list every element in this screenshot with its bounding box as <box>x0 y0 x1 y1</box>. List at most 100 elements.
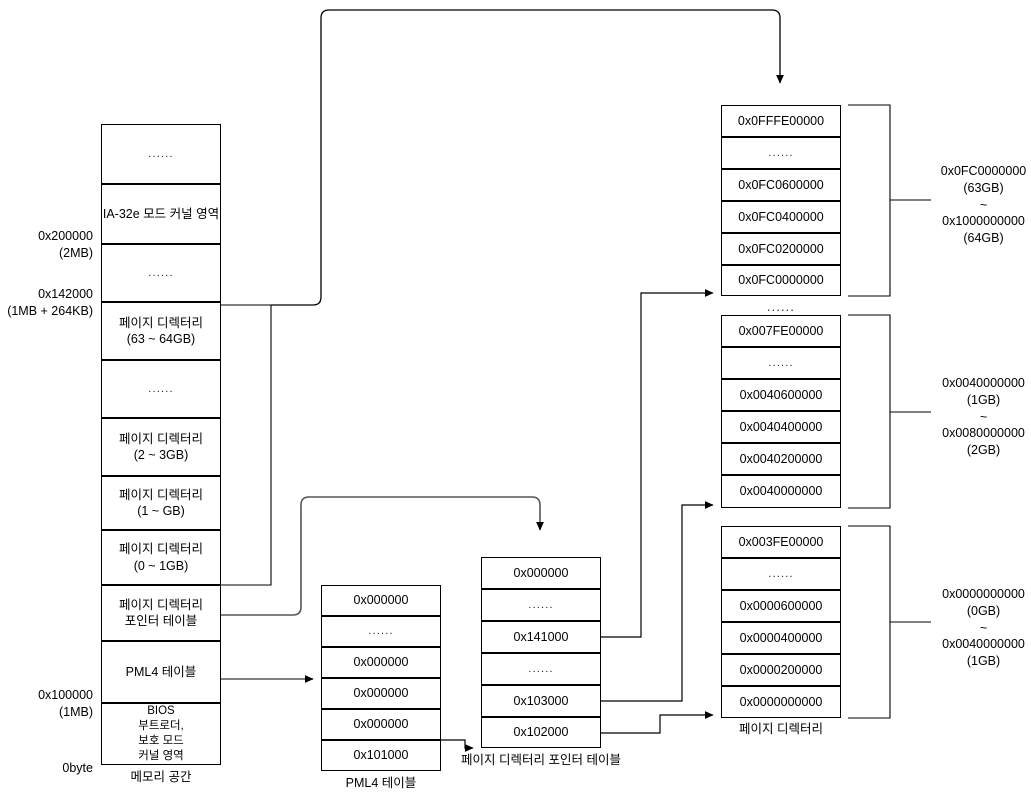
pdpt-entry-1-label: ...... <box>528 598 554 611</box>
pd63-entry-0-label: 0x0FFFE00000 <box>737 113 825 128</box>
address-mark-0byte: 0byte <box>62 761 93 775</box>
arrow-pdpt-102000-to-pd0 <box>601 711 714 734</box>
pd1-entry-1-label: ...... <box>768 356 794 369</box>
arrow-pd63-to-top-table <box>271 9 784 306</box>
range-label-0-1gb: 0x0000000000 (0GB) ~ 0x0040000000 (1GB) <box>942 587 1025 668</box>
pd0-entry-5-label: 0x0000000000 <box>739 694 823 709</box>
memory-cell-10: BIOS 부트로더, 보호 모드 커널 영역 <box>101 703 221 765</box>
memory-cell-7-label: 페이지 디렉터리 (0 ~ 1GB) <box>119 542 203 573</box>
pd63-entry-1: ...... <box>721 137 841 169</box>
pml4-entry-2: 0x000000 <box>321 647 441 678</box>
pdpt-entry-0: 0x000000 <box>481 557 601 589</box>
pml4-table-caption: PML4 테이블 <box>345 776 417 790</box>
memory-cell-3: 페이지 디렉터리 (63 ~ 64GB) <box>101 302 221 360</box>
pd1-entry-3: 0x0040400000 <box>721 411 841 443</box>
pdpt-entry-2: 0x141000 <box>481 621 601 653</box>
pd63-entry-0: 0x0FFFE00000 <box>721 105 841 137</box>
memory-cell-1-label: IA-32e 모드 커널 영역 <box>102 206 220 221</box>
pml4-entry-4-label: 0x000000 <box>353 717 409 732</box>
pd1-entry-5: 0x0040000000 <box>721 475 841 508</box>
pml4-entry-3: 0x000000 <box>321 678 441 709</box>
pd1-entry-0-label: 0x007FE00000 <box>738 323 824 338</box>
arrow-pdpt-141000-to-pd63 <box>601 289 714 638</box>
pd63-below-ellipsis: ...... <box>766 300 796 314</box>
memory-cell-2: ...... <box>101 244 221 302</box>
pdpt-entry-2-label: 0x141000 <box>513 629 569 644</box>
pd0-entry-4: 0x0000200000 <box>721 654 841 686</box>
pd0-entry-1: ...... <box>721 558 841 590</box>
pdpt-entry-5-label: 0x102000 <box>513 725 569 740</box>
range-bracket-63-64gb <box>848 104 931 297</box>
address-mark-0x200000: 0x200000 (2MB) <box>38 229 93 260</box>
pd63-entry-2-label: 0x0FC0600000 <box>738 177 824 192</box>
pd1-entry-2-label: 0x0040600000 <box>739 387 823 402</box>
pml4-entry-5-label: 0x101000 <box>353 748 409 763</box>
pd0-entry-0: 0x003FE00000 <box>721 526 841 558</box>
memory-cell-6-label: 페이지 디렉터리 (1 ~ GB) <box>119 487 203 519</box>
pdpt-entry-1: ...... <box>481 589 601 621</box>
pd63-entry-1-label: ...... <box>768 146 794 159</box>
pdpt-entry-4: 0x103000 <box>481 685 601 717</box>
memory-cell-1: IA-32e 모드 커널 영역 <box>101 184 221 244</box>
memory-cell-10-label: BIOS 부트로더, 보호 모드 커널 영역 <box>138 704 184 763</box>
pd63-entry-3: 0x0FC0400000 <box>721 201 841 233</box>
pd1-entry-1: ...... <box>721 347 841 379</box>
pml4-entry-5: 0x101000 <box>321 740 441 771</box>
memory-cell-9-label: PML4 테이블 <box>125 664 197 679</box>
range-label-63-64gb: 0x0FC0000000 (63GB) ~ 0x1000000000 (64GB… <box>940 164 1027 245</box>
pml4-entry-2-label: 0x000000 <box>353 655 409 670</box>
memory-cell-0-label: ...... <box>148 147 174 160</box>
pd63-entry-5-label: 0x0FC0000000 <box>738 273 824 288</box>
pdpt-entry-5: 0x102000 <box>481 717 601 748</box>
pml4-entry-3-label: 0x000000 <box>353 686 409 701</box>
address-mark-0x100000: 0x100000 (1MB) <box>38 688 93 719</box>
pdpt-entry-0-label: 0x000000 <box>513 565 569 580</box>
pdpt-entry-3-label: ...... <box>528 662 554 675</box>
pd0-caption: 페이지 디렉터리 <box>739 722 823 736</box>
pd63-entry-4: 0x0FC0200000 <box>721 233 841 265</box>
memory-cell-6: 페이지 디렉터리 (1 ~ GB) <box>101 476 221 530</box>
pd0-entry-2-label: 0x0000600000 <box>739 598 823 613</box>
memory-space-caption: 메모리 공간 <box>130 770 192 784</box>
pd0-entry-2: 0x0000600000 <box>721 590 841 622</box>
pd0-entry-4-label: 0x0000200000 <box>739 662 823 677</box>
memory-cell-4-label: ...... <box>148 382 174 395</box>
pd63-entry-4-label: 0x0FC0200000 <box>738 241 824 256</box>
memory-cell-8: 페이지 디렉터리 포인터 테이블 <box>101 585 221 641</box>
pml4-entry-0: 0x000000 <box>321 585 441 616</box>
memory-cell-8-label: 페이지 디렉터리 포인터 테이블 <box>119 597 203 629</box>
memory-cell-5: 페이지 디렉터리 (2 ~ 3GB) <box>101 418 221 476</box>
memory-cell-7: 페이지 디렉터리 (0 ~ 1GB) <box>101 530 221 585</box>
bracket-page-directories <box>221 305 272 586</box>
pml4-entry-1-label: ...... <box>368 625 394 638</box>
arrow-pml4-entry-to-pdpt-table <box>441 739 474 752</box>
pd0-entry-0-label: 0x003FE00000 <box>738 534 824 549</box>
memory-cell-4: ...... <box>101 360 221 418</box>
pd1-entry-4-label: 0x0040200000 <box>739 451 823 466</box>
pd1-entry-0: 0x007FE00000 <box>721 315 841 347</box>
pdpt-entry-4-label: 0x103000 <box>513 693 569 708</box>
pd1-entry-3-label: 0x0040400000 <box>739 419 823 434</box>
arrow-pdpt-103000-to-pd1 <box>601 501 714 702</box>
range-label-1-2gb: 0x0040000000 (1GB) ~ 0x0080000000 (2GB) <box>942 376 1025 457</box>
range-bracket-1-2gb <box>848 314 931 509</box>
pd63-entry-3-label: 0x0FC0400000 <box>738 209 824 224</box>
pd63-entry-2: 0x0FC0600000 <box>721 169 841 201</box>
memory-cell-2-label: ...... <box>148 266 174 279</box>
pd0-entry-1-label: ...... <box>768 567 794 580</box>
pml4-entry-4: 0x000000 <box>321 709 441 740</box>
pdpt-table-caption: 페이지 디렉터리 포인터 테이블 <box>461 753 621 767</box>
pd1-entry-5-label: 0x0040000000 <box>739 484 823 499</box>
pd0-entry-5: 0x0000000000 <box>721 686 841 718</box>
memory-cell-3-label: 페이지 디렉터리 (63 ~ 64GB) <box>119 315 203 347</box>
address-mark-0x142000: 0x142000 (1MB + 264KB) <box>7 287 93 318</box>
memory-cell-5-label: 페이지 디렉터리 (2 ~ 3GB) <box>119 431 203 463</box>
pml4-entry-1: ...... <box>321 616 441 647</box>
pd1-entry-4: 0x0040200000 <box>721 443 841 475</box>
pml4-entry-0-label: 0x000000 <box>353 593 409 608</box>
pd1-entry-2: 0x0040600000 <box>721 379 841 411</box>
pd0-entry-3-label: 0x0000400000 <box>739 630 823 645</box>
pd0-entry-3: 0x0000400000 <box>721 622 841 654</box>
pdpt-entry-3: ...... <box>481 653 601 685</box>
